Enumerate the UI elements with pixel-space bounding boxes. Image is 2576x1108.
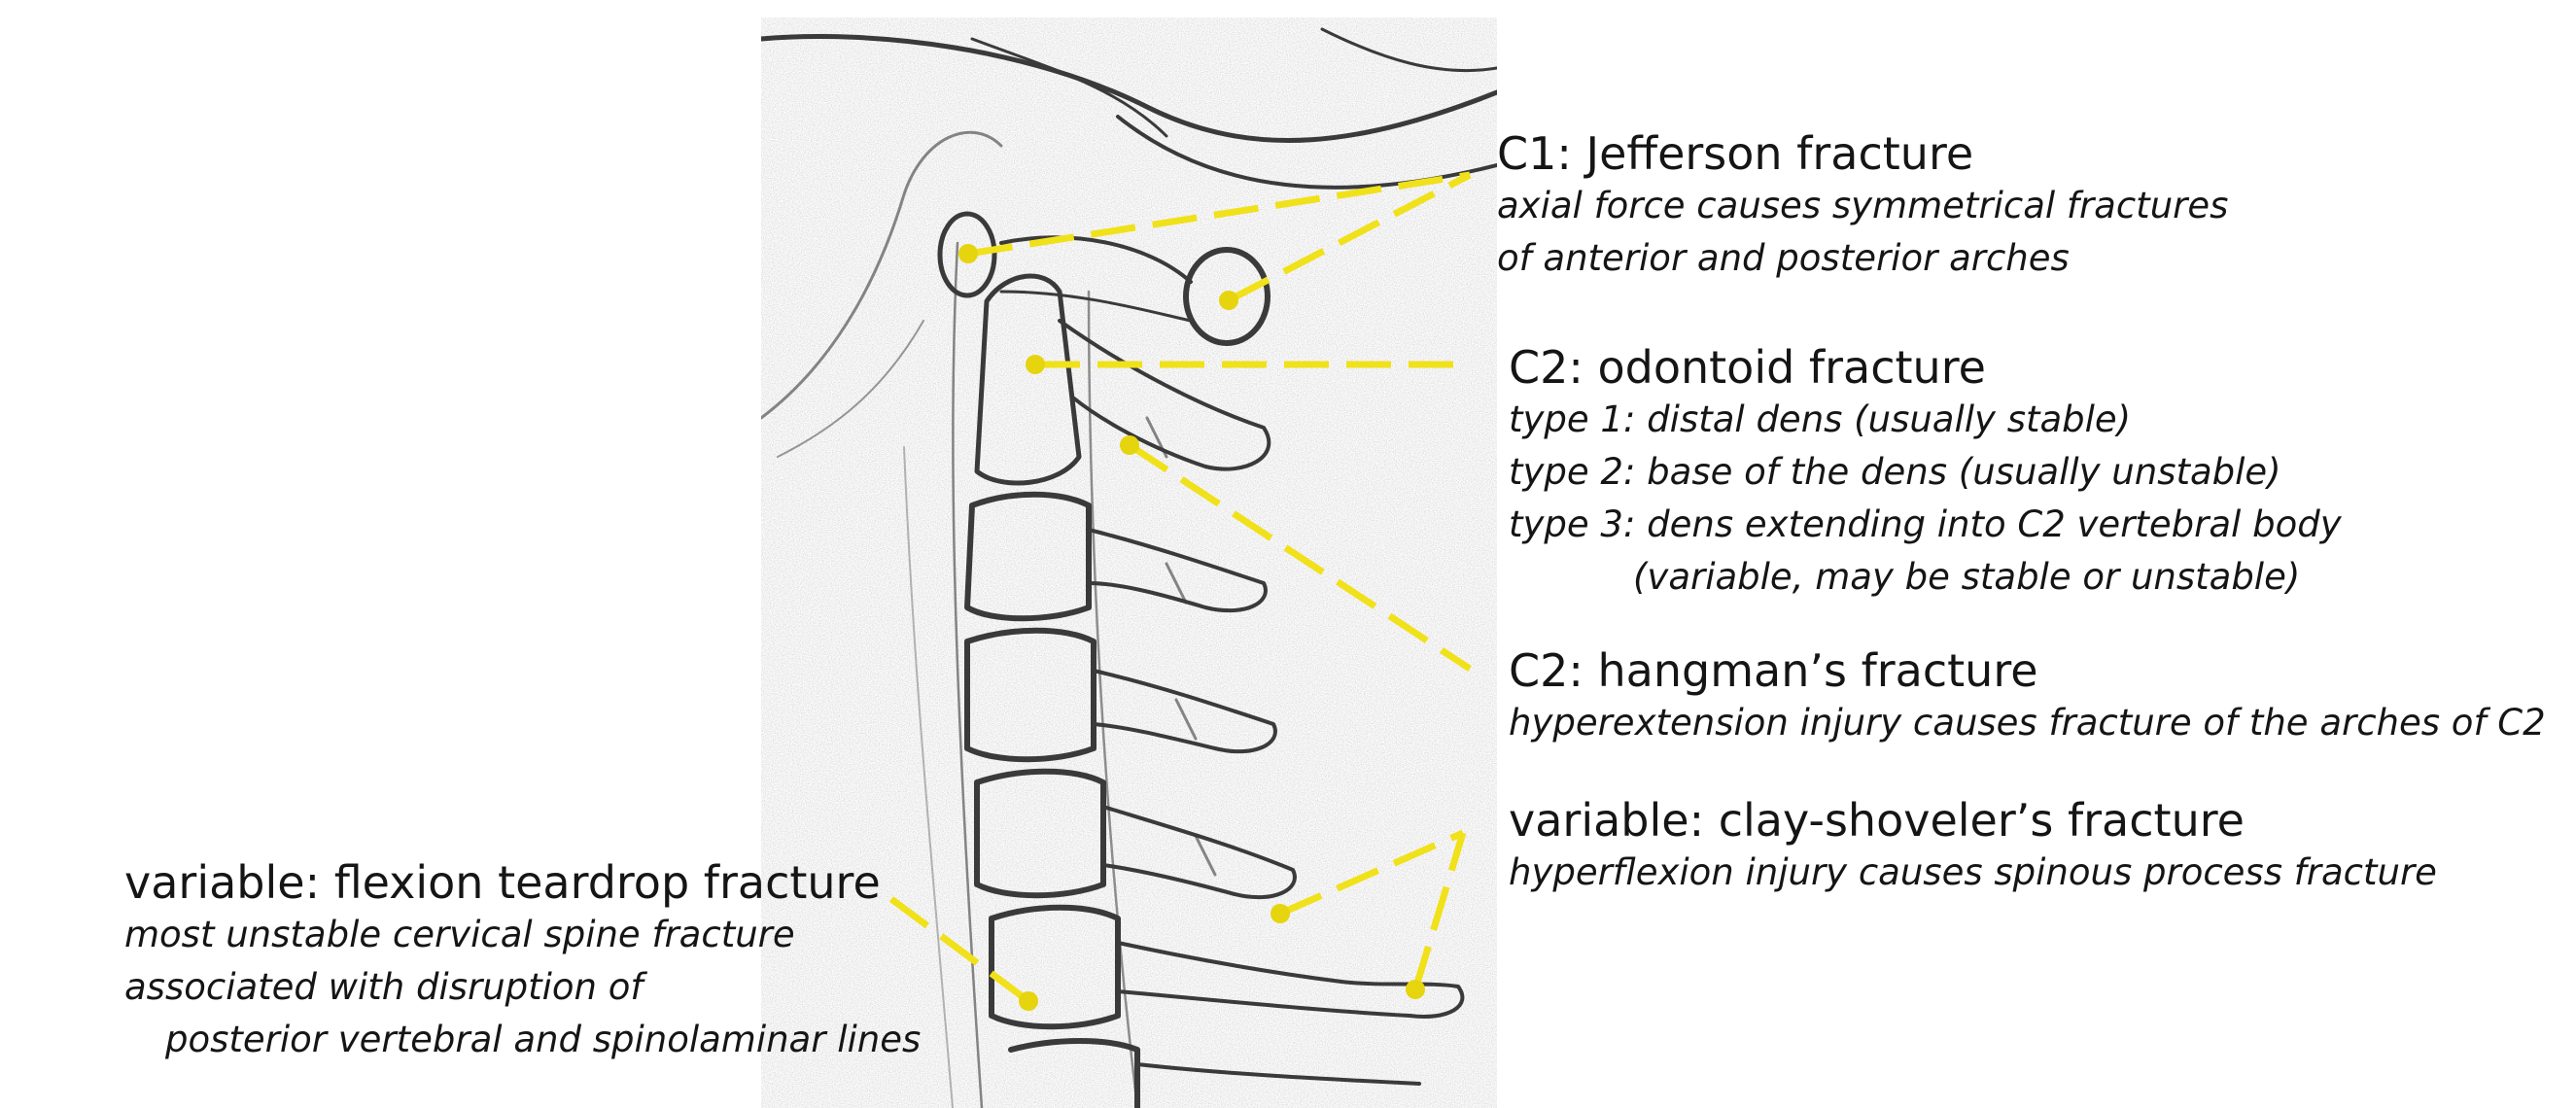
leader-clay-shoveler-1 — [1278, 829, 1465, 918]
label-description: type 1: distal dens (usually stable) typ… — [1509, 394, 2342, 604]
leader-c1-posterior — [1227, 171, 1472, 304]
leader-clay-shoveler-2 — [1411, 831, 1467, 991]
marker-dot — [1019, 991, 1038, 1011]
marker-dot — [1120, 435, 1139, 455]
label-title: C2: hangman’s fracture — [1509, 644, 2038, 697]
label-title: C1: Jefferson fracture — [1497, 127, 1974, 180]
label-description: most unstable cervical spine fracture as… — [124, 909, 921, 1066]
description-line: of anterior and posterior arches — [1497, 236, 2070, 279]
leader-c1-anterior — [967, 171, 1471, 258]
leader-c2-hangman — [1128, 442, 1472, 672]
description-line: type 1: distal dens (usually stable) — [1509, 398, 2132, 440]
label-c2-odontoid: C2: odontoid fracture type 1: distal den… — [1509, 342, 2342, 604]
label-c1-jefferson: C1: Jefferson fracture axial force cause… — [1497, 128, 2228, 285]
label-title: variable: clay-shoveler’s fracture — [1509, 794, 2245, 847]
description-line: most unstable cervical spine fracture — [124, 913, 795, 955]
label-title: variable: flexion teardrop fracture — [124, 856, 881, 909]
marker-dot — [1406, 980, 1425, 999]
description-line: type 2: base of the dens (usually unstab… — [1509, 450, 2281, 493]
marker-dot — [1026, 355, 1045, 374]
marker-dot — [1219, 291, 1238, 310]
marker-dot — [1271, 904, 1290, 923]
description-line: posterior vertebral and spinolaminar lin… — [165, 1018, 922, 1060]
description-line: (variable, may be stable or unstable) — [1633, 555, 2301, 598]
description-line: associated with disruption of — [124, 965, 644, 1008]
label-description: hyperextension injury causes fracture of… — [1509, 697, 2546, 749]
label-flexion-teardrop: variable: flexion teardrop fracture most… — [124, 857, 921, 1066]
label-description: hyperflexion injury causes spinous proce… — [1509, 847, 2437, 899]
label-c2-hangman: C2: hangman’s fracture hyperextension in… — [1509, 645, 2546, 749]
description-line: axial force causes symmetrical fractures — [1497, 184, 2229, 226]
marker-dot — [958, 244, 978, 263]
description-line: hyperextension injury causes fracture of… — [1509, 701, 2546, 744]
description-line: type 3: dens extending into C2 vertebral… — [1509, 502, 2342, 545]
label-description: axial force causes symmetrical fractures… — [1497, 180, 2228, 285]
label-title: C2: odontoid fracture — [1509, 341, 1986, 394]
description-line: hyperflexion injury causes spinous proce… — [1509, 850, 2437, 893]
leader-flexion-teardrop — [888, 896, 1031, 1004]
label-clay-shoveler: variable: clay-shoveler’s fracture hyper… — [1509, 795, 2437, 899]
